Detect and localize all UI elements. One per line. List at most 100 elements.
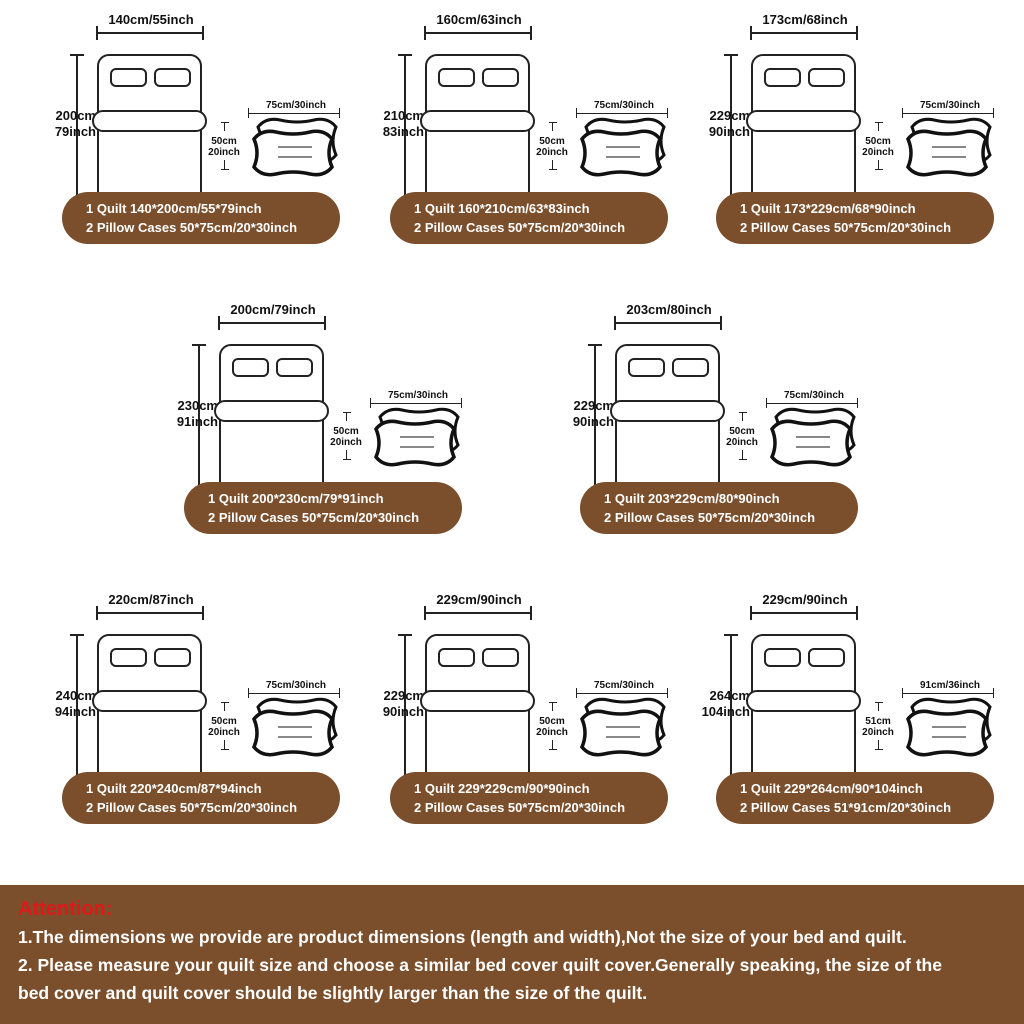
width-dimension-line [750, 612, 857, 614]
pillow-width-tick-left [576, 688, 577, 698]
quilt-width-label: 173cm/68inch [762, 12, 848, 27]
pillow-height-tick-stem [878, 740, 879, 749]
pillow-case-size-text: 2 Pillow Cases 50*75cm/20*30inch [208, 510, 420, 525]
bed-pillow-icon [808, 648, 845, 667]
height-dimension-line [594, 344, 596, 494]
size-panel-1: 140cm/55inch 200cm 79inch 75cm/30inch 50… [52, 12, 382, 292]
pillow-height-tick-stem [878, 160, 879, 169]
pillow-case-size-text: 2 Pillow Cases 50*75cm/20*30inch [604, 510, 816, 525]
height-dimension-line [730, 54, 732, 204]
bed-fold-band [92, 110, 207, 132]
width-dimension-line [424, 32, 531, 34]
bed-pillow-icon [808, 68, 845, 87]
height-dimension-line [404, 54, 406, 204]
pillow-width-line [766, 403, 858, 404]
quilt-height-label: 264cm 104inch [698, 688, 750, 720]
pillow-width-tick-left [902, 688, 903, 698]
quilt-height-inch: 90inch [382, 704, 424, 719]
quilt-width-label: 140cm/55inch [108, 12, 194, 27]
pillow-height-tick-top [343, 412, 351, 413]
pillow-icon [252, 697, 338, 757]
attention-line-3: bed cover and quilt cover should be slig… [18, 983, 648, 1003]
pillow-width-tick-left [370, 398, 371, 408]
pillow-height-label: 50cm 20inch [858, 136, 898, 158]
bed-pillow-icon [764, 68, 801, 87]
height-tick-top [192, 344, 206, 346]
height-tick-top [70, 634, 84, 636]
pillow-height-cm: 50cm [211, 716, 237, 727]
pillow-width-tick-right [339, 108, 340, 118]
attention-banner: Attention: 1.The dimensions we provide a… [0, 885, 1024, 1024]
pillow-height-tick-top [875, 122, 883, 123]
pillow-width-label: 91cm/36inch [919, 680, 981, 691]
width-tick-left [750, 26, 752, 40]
bed-pillow-icon [154, 648, 191, 667]
package-contents-badge: 1 Quilt 173*229cm/68*90inch 2 Pillow Cas… [716, 192, 994, 244]
pillow-icon [906, 697, 992, 757]
size-panel-7: 229cm/90inch 229cm 90inch 75cm/30inch 50… [380, 592, 710, 872]
width-tick-left [218, 316, 220, 330]
quilt-height-label: 230cm 91inch [166, 398, 218, 430]
bed-fold-band [610, 400, 725, 422]
bed-fold-band [746, 110, 861, 132]
quilt-height-label: 229cm 90inch [698, 108, 750, 140]
pillow-height-tick-stem [552, 122, 553, 131]
quilt-height-cm: 264cm [709, 688, 750, 703]
pillow-height-inch: 20inch [726, 437, 758, 448]
bed-fold-band [420, 690, 535, 712]
size-panel-3: 173cm/68inch 229cm 90inch 75cm/30inch 50… [706, 12, 1024, 292]
package-contents-badge: 1 Quilt 229*229cm/90*90inch 2 Pillow Cas… [390, 772, 668, 824]
width-dimension-line [96, 612, 203, 614]
pillow-height-tick-bottom [221, 169, 229, 170]
pillow-width-tick-right [667, 688, 668, 698]
pillow-width-label: 75cm/30inch [387, 390, 449, 401]
size-panel-4: 200cm/79inch 230cm 91inch 75cm/30inch 50… [174, 302, 504, 582]
pillow-width-tick-right [993, 108, 994, 118]
pillow-height-cm: 51cm [865, 716, 891, 727]
quilt-height-cm: 229cm [709, 108, 750, 123]
quilt-width-label: 229cm/90inch [762, 592, 848, 607]
height-tick-top [724, 54, 738, 56]
pillow-height-cm: 50cm [539, 136, 565, 147]
bed-fold-band [746, 690, 861, 712]
bed-pillow-icon [110, 648, 147, 667]
quilt-width-label: 203cm/80inch [626, 302, 712, 317]
attention-line-1: 1.The dimensions we provide are product … [18, 927, 907, 947]
pillow-width-line [576, 113, 668, 114]
pillow-height-cm: 50cm [865, 136, 891, 147]
height-dimension-line [404, 634, 406, 784]
height-tick-top [70, 54, 84, 56]
pillow-width-label: 75cm/30inch [783, 390, 845, 401]
quilt-height-cm: 229cm [383, 688, 424, 703]
pillow-height-tick-bottom [549, 169, 557, 170]
bed-pillow-icon [276, 358, 313, 377]
quilt-height-label: 229cm 90inch [562, 398, 614, 430]
pillow-height-inch: 20inch [536, 147, 568, 158]
size-panel-2: 160cm/63inch 210cm 83inch 75cm/30inch 50… [380, 12, 710, 292]
pillow-width-label: 75cm/30inch [265, 100, 327, 111]
pillow-height-tick-stem [224, 160, 225, 169]
bed-pillow-icon [764, 648, 801, 667]
pillow-case-size-text: 2 Pillow Cases 50*75cm/20*30inch [414, 220, 626, 235]
pillow-height-tick-bottom [739, 459, 747, 460]
height-tick-top [398, 634, 412, 636]
pillow-icon [374, 407, 460, 467]
width-dimension-line [96, 32, 203, 34]
width-tick-right [530, 606, 532, 620]
pillow-width-tick-right [993, 688, 994, 698]
pillow-width-tick-left [902, 108, 903, 118]
pillow-icon [580, 697, 666, 757]
pillow-width-tick-left [248, 688, 249, 698]
pillow-height-inch: 20inch [208, 727, 240, 738]
bed-pillow-icon [154, 68, 191, 87]
package-contents-badge: 1 Quilt 220*240cm/87*94inch 2 Pillow Cas… [62, 772, 340, 824]
quilt-width-label: 160cm/63inch [436, 12, 522, 27]
quilt-height-inch: 83inch [382, 124, 424, 139]
pillow-width-line [576, 693, 668, 694]
quilt-height-label: 240cm 94inch [44, 688, 96, 720]
pillow-case-size-text: 2 Pillow Cases 51*91cm/20*30inch [740, 800, 952, 815]
width-dimension-line [218, 322, 325, 324]
quilt-height-inch: 90inch [708, 124, 750, 139]
size-panel-8: 229cm/90inch 264cm 104inch 91cm/36inch 5… [702, 592, 1024, 872]
bed-pillow-icon [438, 648, 475, 667]
